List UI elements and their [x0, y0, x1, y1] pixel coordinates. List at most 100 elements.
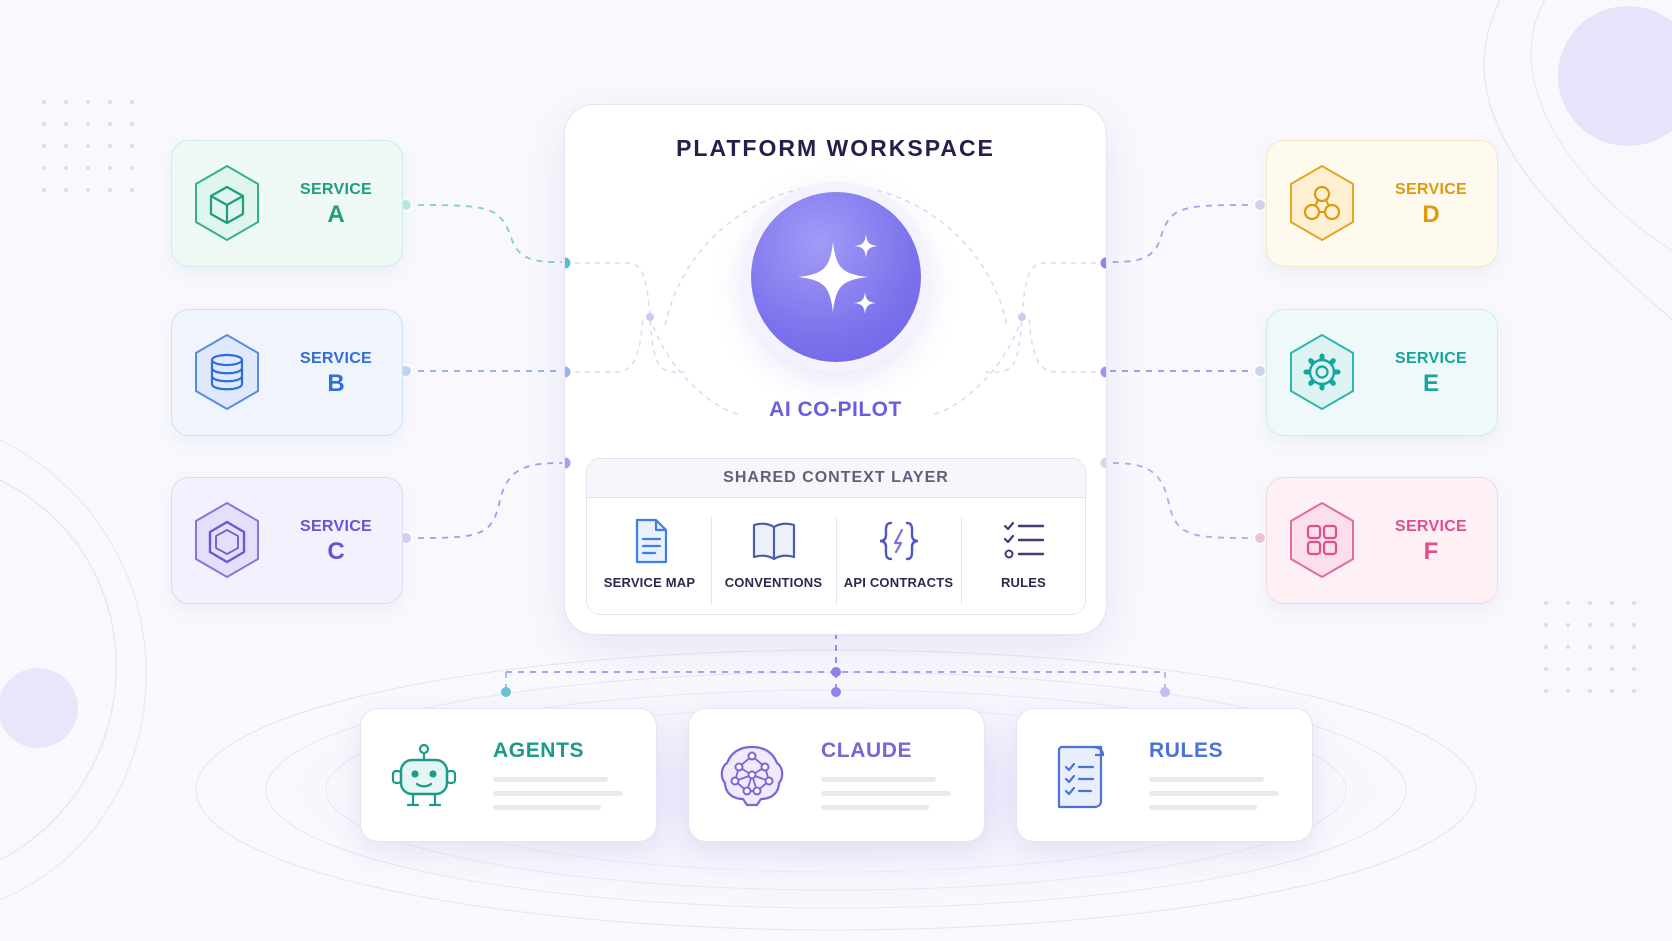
decor-dot	[1544, 601, 1548, 605]
decor-dot	[1544, 645, 1548, 649]
decor-dot	[1588, 667, 1592, 671]
checklist-icon	[1003, 521, 1044, 559]
decor-dot	[42, 122, 46, 126]
decor-dot	[1632, 601, 1636, 605]
decor-dot	[1610, 645, 1614, 649]
service-letter: F	[1423, 538, 1439, 565]
decor-dot	[1566, 623, 1570, 627]
ai-copilot-orb[interactable]	[751, 192, 921, 362]
claude-card[interactable]: CLAUDE	[688, 708, 985, 842]
context-item-service-map[interactable]: SERVICE MAP	[587, 517, 712, 590]
agents-title: AGENTS	[493, 739, 585, 762]
code-braces-icon	[879, 521, 918, 561]
context-item-conventions[interactable]: CONVENTIONS	[711, 517, 836, 590]
decor-dot	[1566, 667, 1570, 671]
decor-dot	[108, 144, 112, 148]
decor-dot	[1632, 689, 1636, 693]
service-letter: D	[1422, 201, 1440, 228]
decor-dot	[86, 188, 90, 192]
decor-dot	[1544, 689, 1548, 693]
decor-dot	[1610, 623, 1614, 627]
rules-title: RULES	[1149, 739, 1224, 762]
decor-dot	[64, 166, 68, 170]
orbit-lines	[565, 184, 1106, 471]
molecule-icon	[1290, 164, 1354, 242]
context-item-api-contracts[interactable]: API CONTRACTS	[836, 517, 961, 590]
decor-dot	[42, 188, 46, 192]
decor-dot	[64, 188, 68, 192]
decor-dot	[1566, 645, 1570, 649]
shared-context-layer: SHARED CONTEXT LAYER SERVICE MAP CONVENT…	[586, 458, 1086, 615]
service-kicker: SERVICE	[299, 350, 373, 367]
book-icon	[752, 522, 795, 561]
decor-dot	[130, 188, 134, 192]
decor-dot	[1588, 689, 1592, 693]
decor-dot	[1632, 623, 1636, 627]
service-card-b[interactable]: SERVICE B	[171, 309, 403, 436]
context-layer-title: SHARED CONTEXT LAYER	[587, 459, 1085, 498]
decor-dot	[86, 122, 90, 126]
service-kicker: SERVICE	[299, 518, 373, 535]
cube-icon	[195, 164, 259, 242]
document-icon	[635, 518, 667, 564]
decor-dot	[130, 100, 134, 104]
decor-dot	[1632, 667, 1636, 671]
claude-title: CLAUDE	[821, 739, 913, 762]
decor-dot	[1610, 601, 1614, 605]
service-card-e[interactable]: SERVICE E	[1266, 309, 1498, 436]
service-kicker: SERVICE	[1394, 181, 1468, 198]
decor-dot	[1566, 601, 1570, 605]
decor-dot	[64, 122, 68, 126]
decor-dot	[42, 166, 46, 170]
service-card-d[interactable]: SERVICE D	[1266, 140, 1498, 267]
context-item-label: API CONTRACTS	[843, 575, 954, 590]
decor-dot	[1588, 623, 1592, 627]
service-card-f[interactable]: SERVICE F	[1266, 477, 1498, 604]
robot-icon	[391, 743, 457, 807]
decor-dot	[1588, 601, 1592, 605]
decor-dot	[130, 166, 134, 170]
service-kicker: SERVICE	[1394, 518, 1468, 535]
service-letter: A	[327, 201, 345, 228]
decor-dot	[130, 144, 134, 148]
clipboard-checklist-icon	[1057, 745, 1105, 809]
service-card-c[interactable]: SERVICE C	[171, 477, 403, 604]
service-letter: C	[327, 538, 345, 565]
service-kicker: SERVICE	[1394, 350, 1468, 367]
context-item-label: SERVICE MAP	[603, 575, 696, 590]
neural-network-icon	[720, 745, 784, 807]
decor-dot	[108, 166, 112, 170]
decor-dot	[42, 100, 46, 104]
context-item-label: CONVENTIONS	[724, 575, 823, 590]
platform-workspace-panel: PLATFORM WORKSPACE AI CO-PILOT SHARED CO…	[564, 104, 1107, 635]
service-card-a[interactable]: SERVICE A	[171, 140, 403, 267]
decor-dot	[1632, 645, 1636, 649]
decor-dot	[86, 100, 90, 104]
database-icon	[195, 333, 259, 411]
hexagon-box-icon	[195, 501, 259, 579]
decor-dot	[108, 188, 112, 192]
context-item-label: RULES	[1000, 575, 1047, 590]
service-letter: B	[327, 370, 345, 397]
decor-dot	[1544, 667, 1548, 671]
decor-dot	[42, 144, 46, 148]
decor-dot	[1566, 689, 1570, 693]
decor-dot	[86, 144, 90, 148]
decor-dot	[1588, 645, 1592, 649]
decor-dot	[64, 100, 68, 104]
context-item-rules[interactable]: RULES	[961, 517, 1085, 590]
workspace-title: PLATFORM WORKSPACE	[676, 135, 995, 161]
rules-card[interactable]: RULES	[1016, 708, 1313, 842]
service-kicker: SERVICE	[299, 181, 373, 198]
decor-dot	[86, 166, 90, 170]
sparkle-icon	[798, 234, 878, 314]
grid-icon	[1290, 501, 1354, 579]
decor-dot	[1544, 623, 1548, 627]
decor-dot	[108, 100, 112, 104]
decor-dot	[108, 122, 112, 126]
copilot-label: AI CO-PILOT	[769, 398, 902, 421]
decor-dot	[1610, 689, 1614, 693]
decor-dot	[1610, 667, 1614, 671]
agents-card[interactable]: AGENTS	[360, 708, 657, 842]
